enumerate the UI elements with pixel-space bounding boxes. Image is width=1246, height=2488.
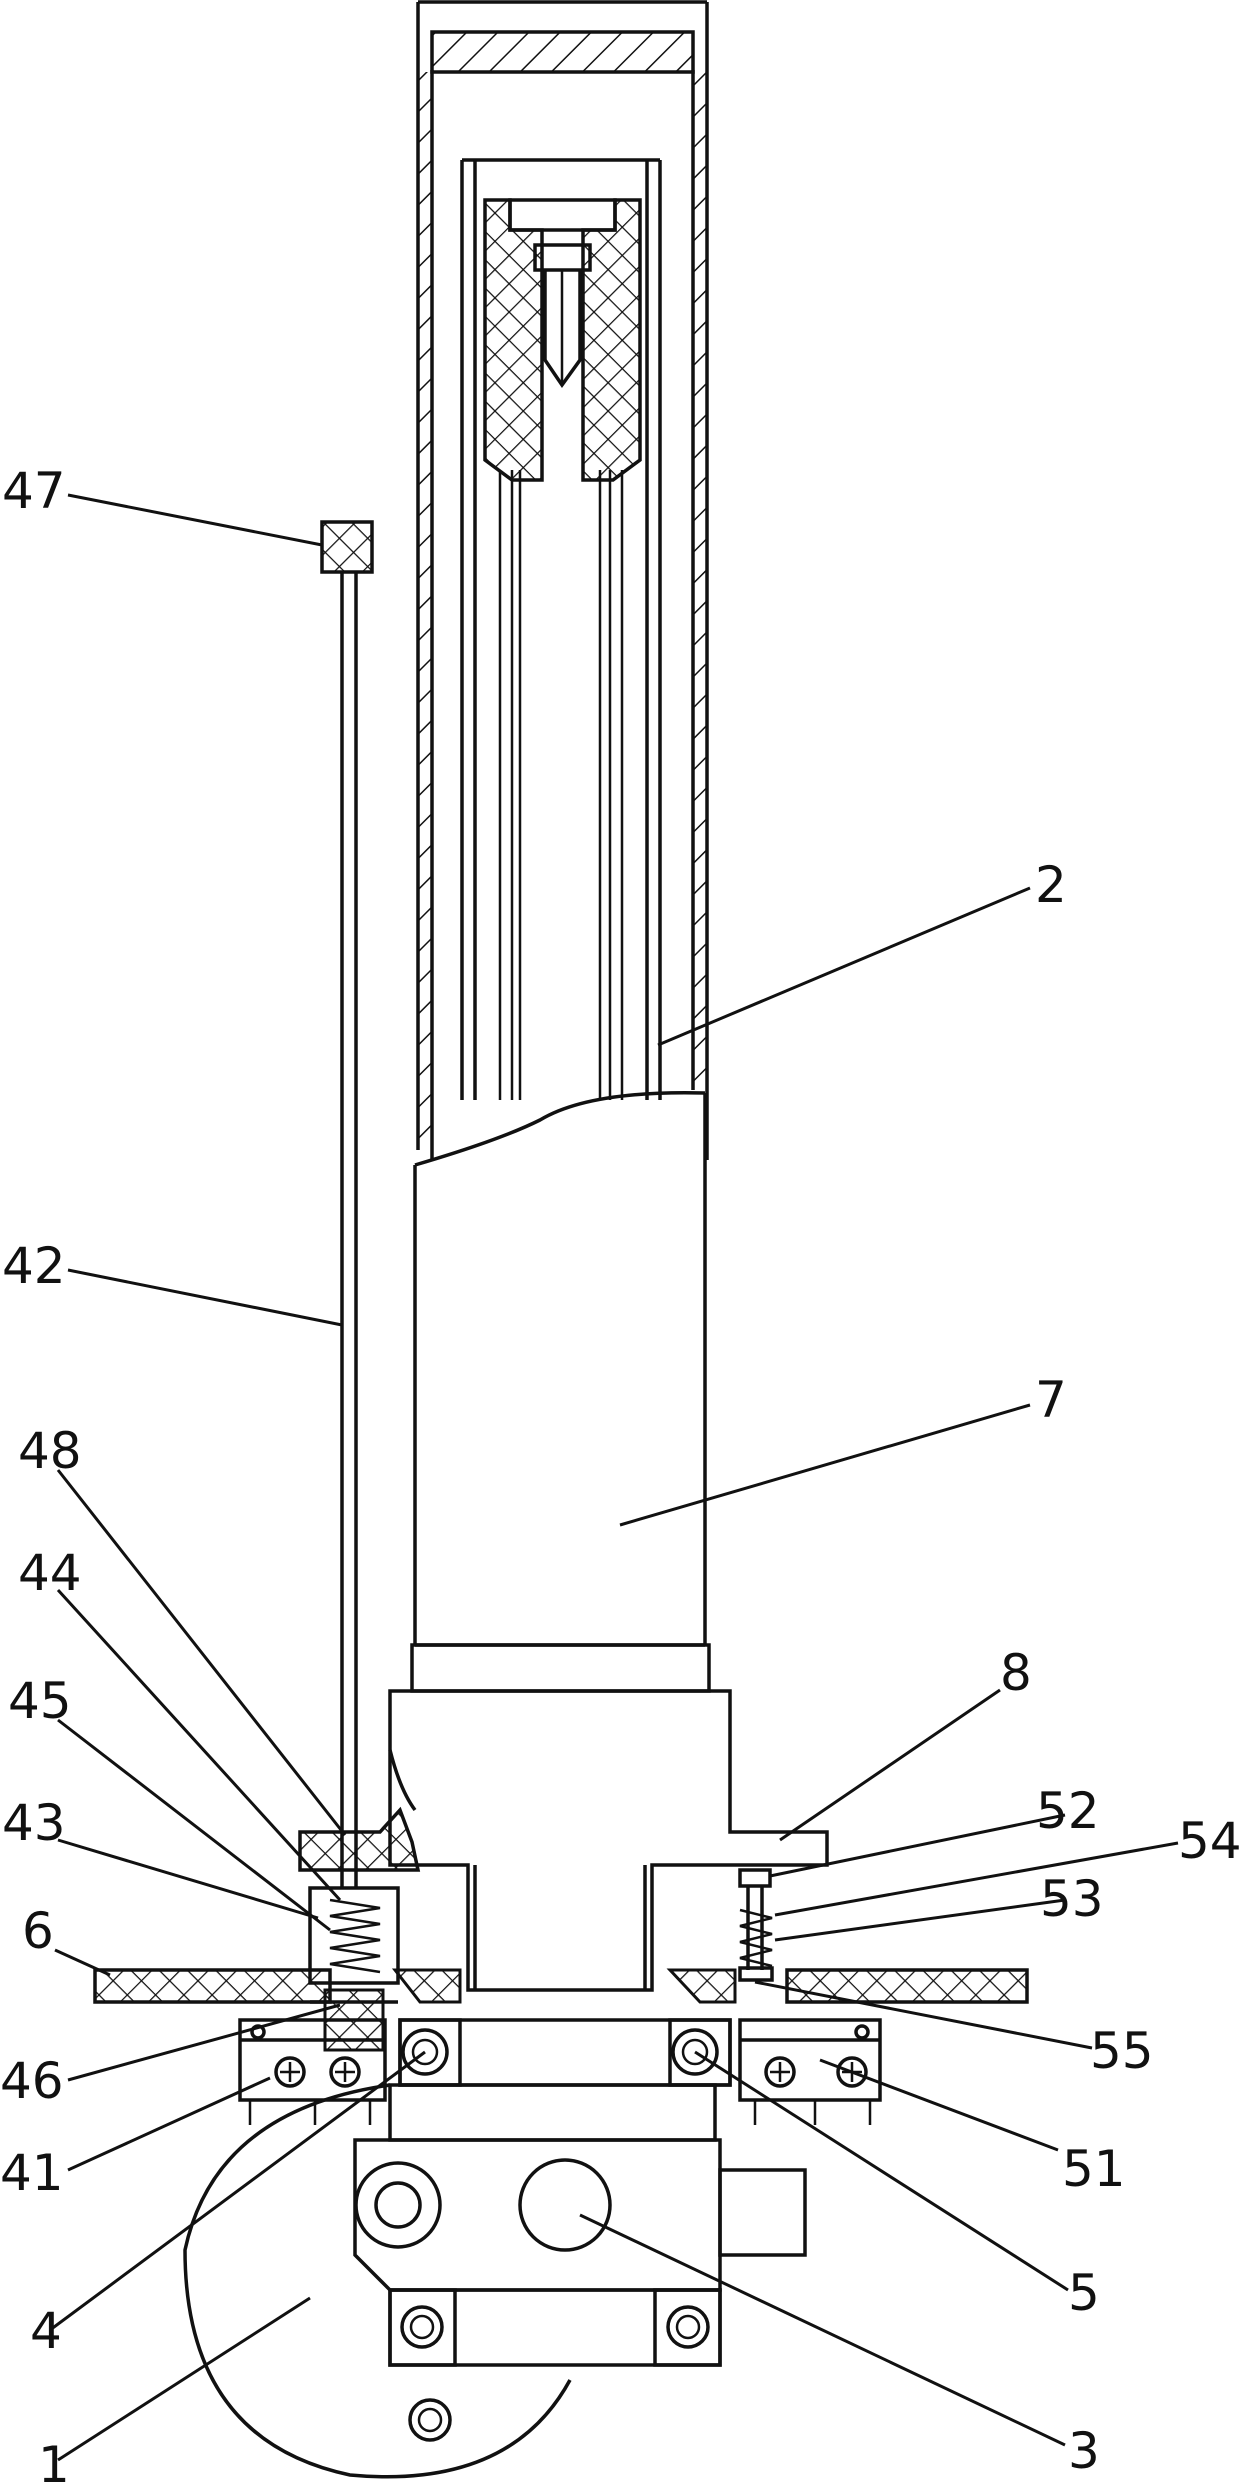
spring-assembly-right <box>738 1868 774 1982</box>
label-4: 4 <box>30 2302 62 2360</box>
label-48: 48 <box>18 1422 82 1480</box>
inner-sleeve <box>460 158 662 1100</box>
body-7 <box>410 1090 711 1693</box>
leader-lines <box>49 493 1179 2462</box>
label-43: 43 <box>2 1794 66 1852</box>
label-52: 52 <box>1036 1782 1100 1840</box>
label-46: 46 <box>0 2052 64 2110</box>
outer-tube <box>416 0 709 1160</box>
label-2: 2 <box>1035 856 1067 914</box>
label-8: 8 <box>1000 1644 1032 1702</box>
label-53: 53 <box>1040 1870 1104 1928</box>
label-41: 41 <box>0 2144 64 2202</box>
label-55: 55 <box>1090 2022 1154 2080</box>
switch-51 <box>738 2018 882 2125</box>
label-7: 7 <box>1035 1371 1067 1429</box>
plate-6 <box>93 1968 1029 2004</box>
label-45: 45 <box>8 1672 72 1730</box>
label-42: 42 <box>2 1237 66 1295</box>
motor-1 <box>183 2083 807 2479</box>
label-1: 1 <box>38 2436 70 2488</box>
label-3: 3 <box>1068 2422 1100 2480</box>
label-5: 5 <box>1068 2264 1100 2322</box>
rod-assembly-left <box>308 520 400 2052</box>
label-54: 54 <box>1178 1812 1242 1870</box>
label-51: 51 <box>1062 2140 1126 2198</box>
label-47: 47 <box>2 462 66 520</box>
reference-numerals: 47 2 42 7 48 44 45 43 6 8 52 54 53 55 46… <box>0 462 1242 2488</box>
mount-bar <box>398 2018 732 2087</box>
label-6: 6 <box>22 1902 54 1960</box>
label-44: 44 <box>18 1544 82 1602</box>
flange-8 <box>298 1689 829 1992</box>
